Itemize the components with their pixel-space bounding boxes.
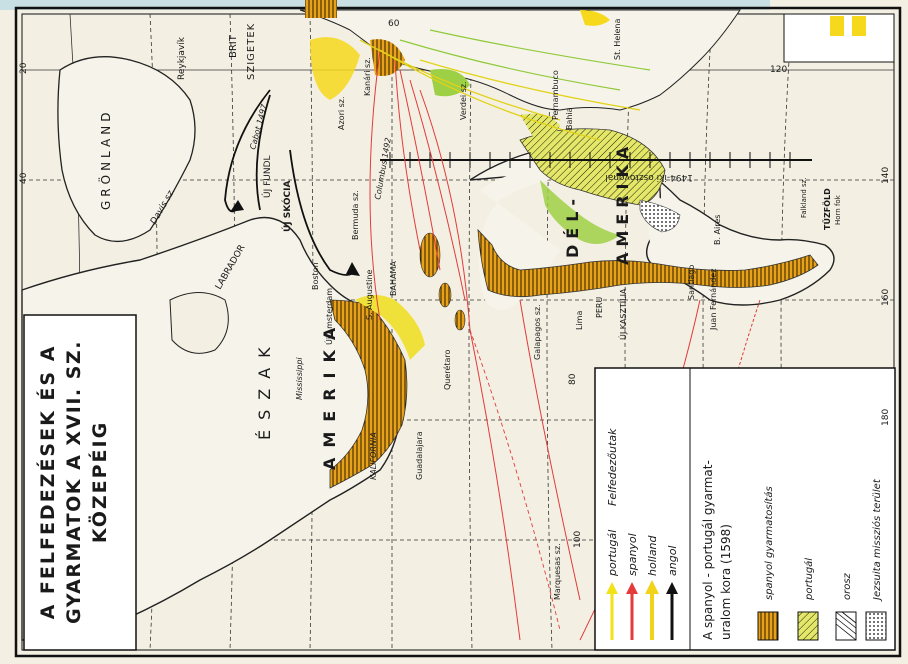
label-eszak: ÉSZAK	[255, 337, 274, 440]
legend-era-line-1: A spanyol - portugál gyarmat-	[701, 460, 715, 640]
label-boston: Boston	[311, 262, 320, 290]
label-uj-fundl: ÚJ FUNDL	[261, 155, 273, 198]
label-gronland: GRÖNLAND	[97, 109, 113, 210]
label-verdei: Verdei sz.	[459, 81, 468, 120]
label-hatar: 1494-iki osztóvonal	[605, 172, 693, 183]
label-lima: Lima	[575, 311, 584, 330]
legend-route-spanish: spanyol	[626, 533, 639, 576]
label-brit: BRIT	[228, 34, 239, 58]
legend-pattern-spanish: spanyol gyarmatosítás	[763, 486, 775, 600]
title-box	[23, 314, 137, 651]
legend-route-portugal: portugál	[606, 530, 619, 577]
label-bahia: Bahia	[565, 107, 574, 130]
legend-patterns: spanyol gyarmatosítás portugál orosz Jez…	[757, 478, 887, 641]
legend-pattern-russia: orosz	[842, 572, 853, 600]
label-szigetek: SZIGETEK	[246, 23, 257, 80]
greenland-landmass	[57, 56, 196, 242]
label-azorok: Azori sz.	[337, 96, 346, 130]
map-frame	[14, 6, 902, 658]
label-mississippi: Mississippi	[295, 357, 304, 400]
label-tuzfold: TŰZFÖLD	[822, 188, 832, 230]
label-reykjavik: Reykjavík	[177, 36, 187, 80]
label-galapagos: Galapagos sz.	[533, 304, 542, 360]
label-marquesas: Marquesas sz.	[553, 543, 562, 600]
legend-routes-heading: Felfedezőutak	[606, 428, 619, 506]
grid-label-60: 60	[388, 19, 400, 29]
legend-era-line-2: uralom kora (1598)	[719, 524, 733, 640]
legend-box	[594, 367, 896, 651]
label-horn: Horn fok	[834, 194, 842, 225]
spanish-colony-mexico	[329, 299, 408, 489]
label-queretaro: Querétaro	[442, 350, 452, 390]
portuguese-routes	[359, 39, 641, 141]
legend-route-english: angol	[666, 546, 679, 576]
title-line-3: KÖZEPÉIG	[87, 421, 111, 543]
spanish-colony-south	[477, 228, 819, 298]
label-santiago: Santiago	[687, 265, 696, 300]
grid-label-180: 180	[881, 409, 891, 426]
russian-patch	[305, 0, 337, 18]
title-group: A FELFEDEZÉSEK ÉS A GYARMATOK A XVII. SZ…	[36, 340, 111, 624]
label-kalifornia: KALIFORNIA	[369, 432, 378, 480]
legend-pattern-jesuit: Jezsuita missziós terület	[871, 478, 883, 602]
label-b-aires: B. Aires	[713, 215, 722, 245]
legend-route-dutch: holland	[646, 534, 659, 576]
grid-label-80: 80	[568, 373, 578, 385]
label-falkland: Falkland sz.	[800, 177, 808, 218]
green-routes	[399, 29, 651, 91]
label-guadalajara: Guadalajara	[415, 431, 424, 480]
label-kanari: Kanári sz.	[363, 57, 372, 96]
legend-pattern-portugal: portugál	[803, 558, 815, 601]
grid-label-140: 140	[881, 167, 891, 184]
label-amerika: AMERIKA	[320, 318, 339, 470]
label-st-helena: St. Helena	[613, 19, 622, 60]
label-uj-kasztilia: ÚJ KASZTÍLIA	[617, 288, 628, 340]
label-uj-skocia: ÚJ SKÓCIA	[281, 181, 293, 232]
label-uj-amsterdam: Új Amsterdam	[323, 288, 334, 345]
label-pernambuco: Pernambuco	[551, 70, 560, 120]
grid-label-100: 100	[573, 531, 583, 548]
label-del: DÉL-	[563, 193, 582, 258]
label-juan-fernandez: Juan Fernández	[709, 269, 718, 331]
tordesillas-line	[380, 152, 812, 168]
hudson-bay	[169, 292, 229, 354]
grid-label-20: 20	[19, 62, 29, 74]
label-bahama: BAHAMA	[389, 261, 398, 296]
grid-label-120: 120	[770, 65, 787, 75]
label-st-augustine: S. Augustine	[365, 270, 374, 320]
label-bermuda: Bermuda sz.	[351, 190, 360, 240]
label-peru: PERU	[595, 297, 604, 318]
title-line-1: A FELFEDEZÉSEK ÉS A	[36, 345, 59, 620]
grid-labels: 20 40 60 80 100 120 140 160 180	[19, 19, 891, 548]
portuguese-brazil	[519, 128, 666, 206]
grid-label-40: 40	[19, 172, 29, 184]
legend-era: A spanyol - portugál gyarmat- uralom kor…	[701, 460, 733, 640]
grid-label-160: 160	[881, 289, 891, 306]
top-sea-strip	[0, 0, 770, 10]
jesuit-mission-area	[639, 199, 681, 233]
label-amerika-del: AMERIKA	[613, 141, 632, 265]
legend-routes: portugál spanyol holland angol Felfedező…	[606, 428, 679, 640]
title-line-2: GYARMATOK A XVII. SZ.	[63, 340, 85, 624]
